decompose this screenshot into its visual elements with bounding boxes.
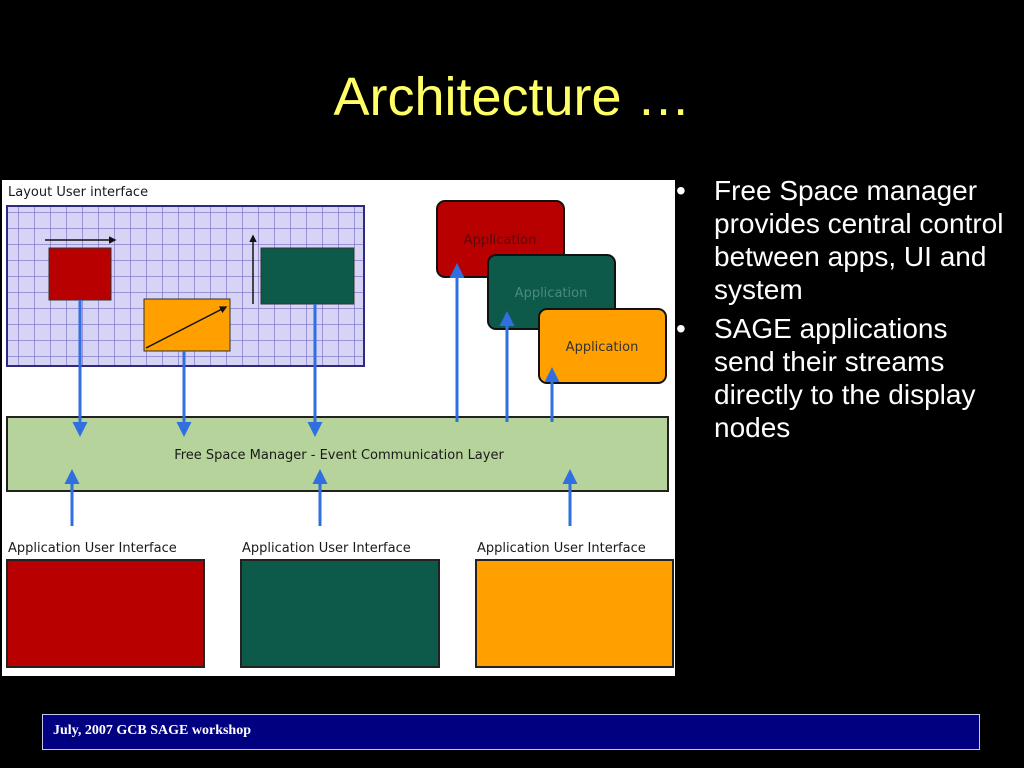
application-window-orange bbox=[538, 308, 667, 384]
application-label-green: Application bbox=[515, 286, 588, 301]
slide-title: Architecture … bbox=[333, 67, 691, 127]
app-ui-panel-green bbox=[240, 559, 440, 668]
app-ui-label-green: Application User Interface bbox=[242, 541, 411, 556]
footer-text: July, 2007 GCB SAGE workshop bbox=[53, 723, 251, 738]
bullet-item: • SAGE applications send their streams d… bbox=[672, 312, 1012, 444]
free-space-manager-label: Free Space Manager - Event Communication… bbox=[174, 448, 504, 463]
bullet-item: • Free Space manager provides central co… bbox=[672, 174, 1012, 306]
bullet-list: • Free Space manager provides central co… bbox=[672, 174, 1012, 450]
bullet-glyph: • bbox=[676, 313, 686, 344]
architecture-diagram: Layout User interface Application Applic… bbox=[2, 180, 675, 676]
app-ui-label-red: Application User Interface bbox=[8, 541, 177, 556]
app-ui-panel-orange bbox=[475, 559, 674, 668]
footer-bar: July, 2007 GCB SAGE workshop bbox=[42, 714, 980, 750]
layout-window-green bbox=[260, 247, 355, 305]
layout-window-red bbox=[48, 247, 112, 301]
bullet-text: Free Space manager provides central cont… bbox=[714, 175, 1004, 305]
app-ui-label-orange: Application User Interface bbox=[477, 541, 646, 556]
layout-ui-label: Layout User interface bbox=[8, 185, 148, 200]
bullet-text: SAGE applications send their streams dir… bbox=[714, 313, 976, 443]
free-space-manager-layer bbox=[6, 416, 669, 492]
layout-resize-arrow bbox=[145, 306, 228, 349]
bullet-glyph: • bbox=[676, 175, 686, 206]
application-label-red: Application bbox=[464, 233, 537, 248]
application-label-orange: Application bbox=[566, 340, 639, 355]
app-ui-panel-red bbox=[6, 559, 205, 668]
